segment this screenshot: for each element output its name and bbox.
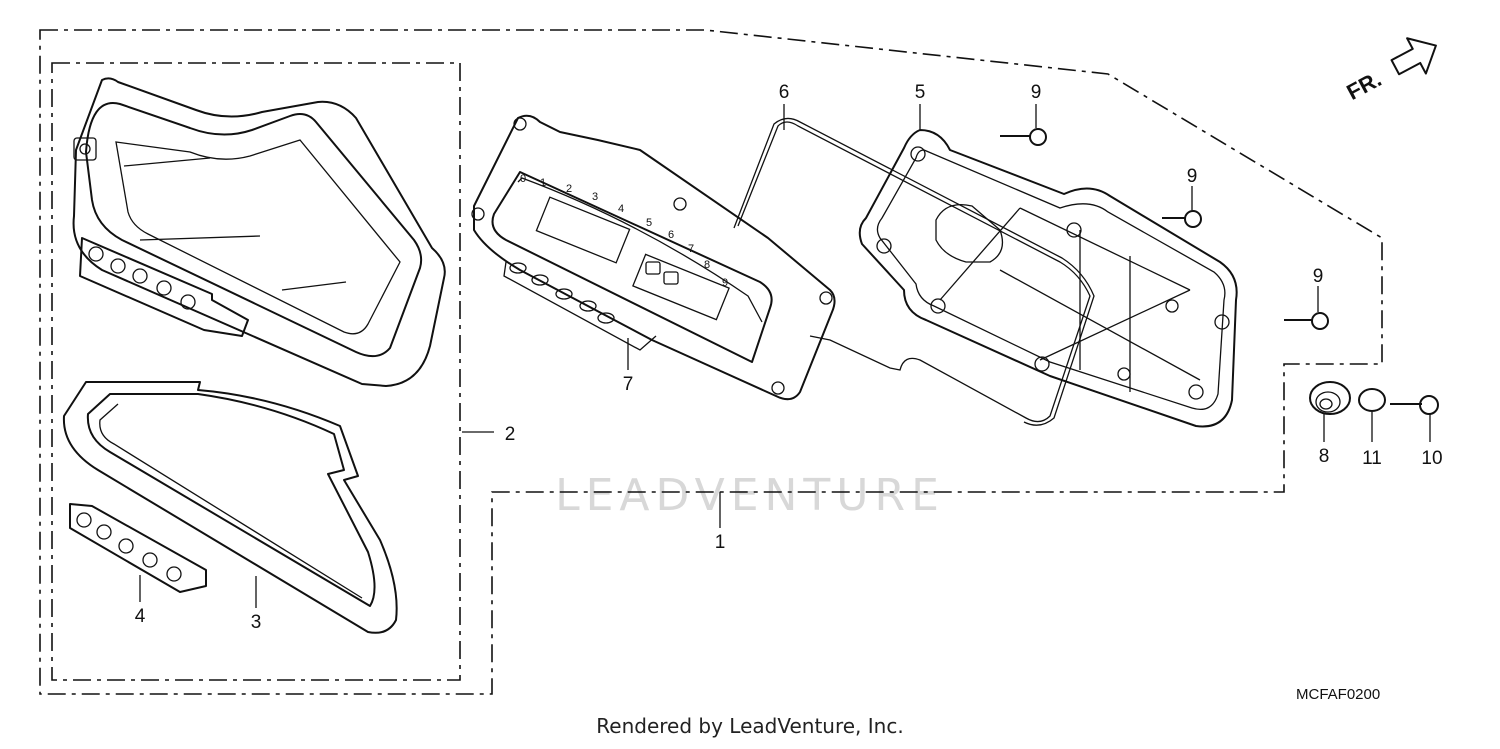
callout-11: 11: [1362, 448, 1382, 469]
gasket-outline: [733, 117, 1095, 426]
assembly-boundary: [39, 29, 1383, 695]
svg-text:5: 5: [646, 217, 652, 229]
svg-text:0: 0: [520, 173, 526, 185]
callout-10: 10: [1421, 448, 1442, 469]
callout-9b: 9: [1187, 166, 1198, 187]
callout-6: 6: [779, 82, 790, 103]
washer: [1358, 388, 1386, 412]
direction-label: FR.: [1342, 66, 1385, 105]
watermark-text: LEADVENTURE: [555, 470, 945, 521]
svg-text:6: 6: [668, 229, 674, 241]
diagram-code: MCFAF0200: [1296, 686, 1381, 703]
indicator-strip: [69, 503, 207, 593]
meter-case: [858, 129, 1238, 428]
callout-8: 8: [1319, 446, 1330, 467]
callout-4: 4: [135, 606, 146, 627]
subassembly-boundary: [51, 62, 461, 681]
callout-9c: 9: [1313, 266, 1324, 287]
svg-text:9: 9: [722, 277, 728, 289]
front-direction-arrow-icon: FR.: [1342, 37, 1437, 105]
meter-cover-upper: [72, 77, 446, 387]
svg-text:7: 7: [688, 243, 694, 255]
callout-1: 1: [715, 532, 726, 553]
grommet: [1309, 381, 1351, 415]
meter-lens: [62, 381, 398, 634]
svg-text:1: 1: [540, 177, 546, 189]
bolt: [1390, 395, 1439, 415]
callout-5: 5: [915, 82, 926, 103]
screw-9c: [1284, 312, 1329, 330]
callout-9a: 9: [1031, 82, 1042, 103]
svg-text:3: 3: [592, 191, 598, 203]
svg-text:4: 4: [618, 203, 624, 215]
svg-text:8: 8: [704, 259, 710, 271]
screw-9b: [1162, 210, 1202, 228]
callout-3: 3: [251, 612, 262, 633]
footer-credit: Rendered by LeadVenture, Inc.: [596, 714, 904, 738]
gasket: [737, 121, 1091, 423]
callout-2: 2: [505, 424, 516, 445]
screw-9a: [1000, 128, 1047, 146]
callout-7: 7: [623, 374, 634, 395]
svg-text:2: 2: [566, 183, 572, 195]
instrument-unit: 0 1 2 3 4 5 6 7 8 9: [471, 114, 836, 401]
